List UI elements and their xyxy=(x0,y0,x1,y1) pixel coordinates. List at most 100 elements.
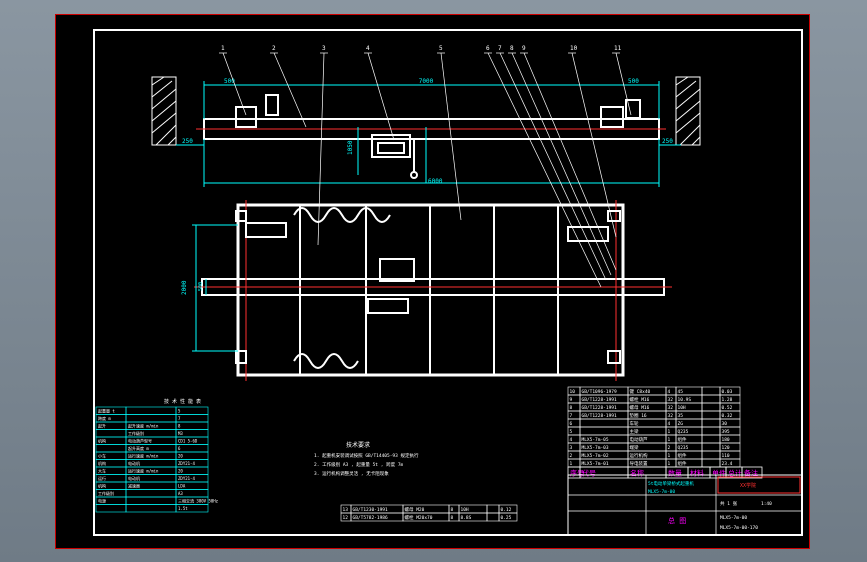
bottom-table-text: 13 xyxy=(343,507,349,513)
left-wheel-bottom xyxy=(235,350,247,364)
part-balloon-number: 8 xyxy=(510,45,514,52)
parts-table-text: 8 xyxy=(570,405,573,411)
parts-header-text: 材料 xyxy=(690,469,704,478)
param-table-cell xyxy=(95,444,127,453)
parts-table-text: 4 xyxy=(668,421,671,427)
parts-table-cell xyxy=(579,426,629,436)
param-table-text: 机构 xyxy=(98,438,106,444)
param-table-text: 大车 xyxy=(98,468,106,474)
parts-table-text: 30 xyxy=(722,421,728,427)
left-drive xyxy=(265,94,279,116)
festoon-cable-bottom xyxy=(293,353,359,369)
parts-table-text: GB/T1228-1991 xyxy=(582,397,618,403)
balloon-leader xyxy=(222,52,247,116)
title-block-drawing-no: MLX5-7m-00-170 xyxy=(720,525,758,531)
bottom-table-text: 12 xyxy=(343,515,349,521)
param-table-cell xyxy=(175,406,209,415)
balloon-leader xyxy=(367,52,395,141)
parts-table-text: 螺母 M16 xyxy=(630,404,650,411)
right-end-truck xyxy=(600,106,624,128)
parts-table-text: 120 xyxy=(722,445,730,451)
right-wheel-top xyxy=(607,210,621,222)
param-table-text: ZDY21-4 xyxy=(178,461,195,466)
parts-table-text: 1.28 xyxy=(722,397,733,403)
parts-table-text: GB/T1096-1979 xyxy=(582,389,618,395)
tech-note-line-1: 1. 起重机安装调试按照 GB/T14405-93 规定执行 xyxy=(314,452,419,459)
parts-table-text: 10 xyxy=(570,389,576,395)
festoon-cable-top xyxy=(293,207,391,223)
param-table-text: 减速器 xyxy=(128,483,140,489)
title-block-code-2: MLX5-7m-00 xyxy=(720,515,747,521)
parts-table-text: 键 C8x40 xyxy=(630,388,651,395)
param-table-text: 运行速度 m/min xyxy=(128,453,159,459)
part-balloon-number: 11 xyxy=(614,45,622,52)
general-assembly-drawing[interactable]: 7000 500 500 250 250 6000 1050 xyxy=(56,15,811,550)
bottom-table-cell xyxy=(486,512,500,522)
param-table-text: 电动机 xyxy=(128,460,140,466)
part-balloon-number: 2 xyxy=(272,45,276,52)
part-balloon-number: 3 xyxy=(322,45,326,52)
parts-table-text: 2 xyxy=(668,445,671,451)
param-table-text: 8 xyxy=(178,424,181,429)
param-table-cell xyxy=(125,504,177,513)
parts-table-text: GB/T1228-1991 xyxy=(582,413,618,419)
param-table-cell xyxy=(95,429,127,438)
param-table-cell xyxy=(125,406,177,415)
balloon-leader xyxy=(615,52,632,116)
parts-table-text: 4 xyxy=(570,437,573,443)
elevation-view: 7000 500 500 250 250 6000 1050 xyxy=(151,76,701,187)
balloon-leader xyxy=(487,52,602,288)
right-wheel-bottom xyxy=(607,350,621,364)
bottom-table-text: 10H xyxy=(461,507,469,513)
balloon-leader xyxy=(571,52,617,238)
right-drive xyxy=(625,99,641,119)
drawing-sheet-frame: 7000 500 500 250 250 6000 1050 xyxy=(55,14,810,549)
balloon-leader xyxy=(511,52,612,276)
param-table-text: M3 xyxy=(178,431,183,436)
left-wall xyxy=(151,76,177,146)
parts-table-text: 垫圈 16 xyxy=(630,412,647,419)
bottom-table-text: GB/T1230-1991 xyxy=(353,507,389,513)
parts-table-text: 组件 xyxy=(678,460,687,467)
parts-table-text: 螺栓 M16 xyxy=(630,396,650,403)
part-balloon-number: 7 xyxy=(498,45,502,52)
parts-table-cell xyxy=(579,418,629,428)
param-table-cell xyxy=(175,421,209,430)
parts-header-text: 序号 xyxy=(570,469,584,478)
param-table-text: 三相交流 380V 50Hz xyxy=(178,498,219,504)
title-block-sheet: 共 1 张 xyxy=(720,500,738,507)
param-table-cell xyxy=(125,489,177,498)
parts-header-text: 单件 xyxy=(712,469,726,478)
param-table-text: 电动机 xyxy=(128,475,140,481)
title-block-code: MLX5-7m-00 xyxy=(648,489,675,495)
param-table-text: 机构 xyxy=(98,460,106,466)
parts-table-text: MLX5-7m-02 xyxy=(582,453,609,459)
parts-table-cell xyxy=(701,402,721,412)
parts-table-text: 5 xyxy=(570,429,573,435)
parts-table-cell xyxy=(701,410,721,420)
parts-table-text: 9 xyxy=(570,397,573,403)
param-table-text: 运行 xyxy=(98,475,106,481)
parts-table-text: 0.32 xyxy=(722,413,733,419)
param-table-text: 1.5t xyxy=(178,506,188,511)
parts-table-cell xyxy=(701,442,721,452)
param-table-text: LDA xyxy=(178,484,186,489)
parts-table-text: ZG xyxy=(678,421,684,427)
bottom-table-text: GB/T5782-1986 xyxy=(353,515,389,521)
param-table-text: 起升 xyxy=(98,423,106,429)
param-table-cell xyxy=(125,496,177,505)
left-drive-plan xyxy=(245,222,287,238)
param-table-cell xyxy=(175,504,209,513)
parts-table-text: 395 xyxy=(722,429,730,435)
parts-table-text: MLX5-7m-01 xyxy=(582,461,609,467)
parts-table-text: 180 xyxy=(722,437,730,443)
parts-header-text: 数量 xyxy=(668,469,682,478)
parts-table-text: 运行机构 xyxy=(630,452,648,459)
parts-table-text: 35 xyxy=(678,413,684,419)
parts-table-text: 主梁 xyxy=(630,428,639,435)
parts-table-text: 32 xyxy=(668,397,674,403)
param-table-text: 起升速度 m/min xyxy=(128,423,159,429)
balloon-leader xyxy=(523,52,617,271)
